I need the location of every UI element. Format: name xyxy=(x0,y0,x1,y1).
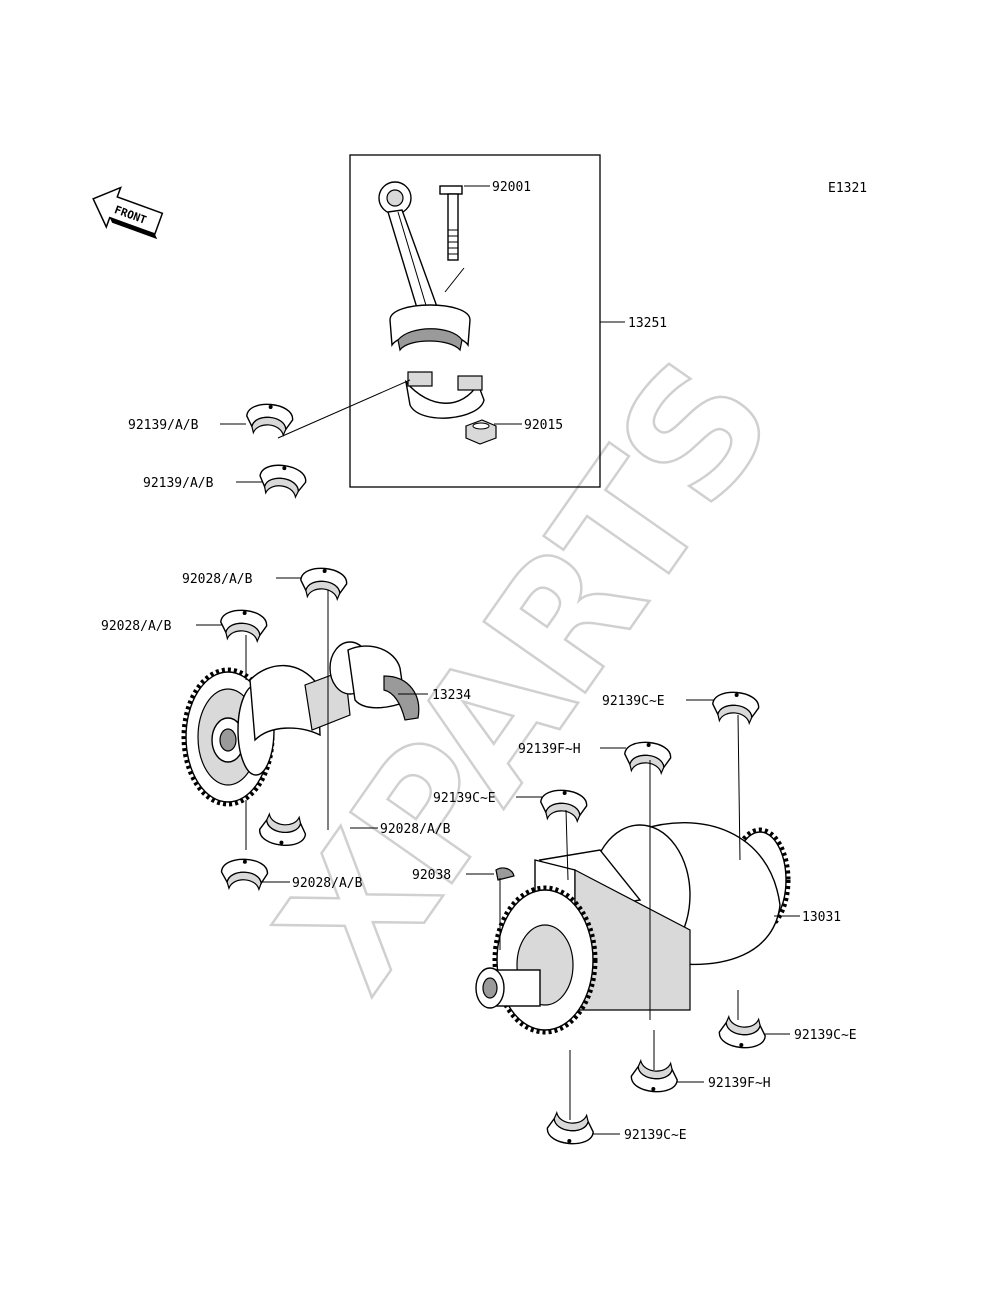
callout-92028ab-2: 92028/A/B xyxy=(101,619,172,634)
callout-92139ce-1: 92139C~E xyxy=(602,694,665,709)
callout-92001: 92001 xyxy=(492,180,531,195)
callout-92015: 92015 xyxy=(524,418,563,433)
callout-92028ab-1: 92028/A/B xyxy=(182,572,253,587)
callout-92139ab-1: 92139/A/B xyxy=(128,418,199,433)
main-bearing-shell-3 xyxy=(717,1015,768,1051)
callout-92139ce-4: 92139C~E xyxy=(624,1128,687,1143)
callout-92139fh-1: 92139F~H xyxy=(518,742,581,757)
balancer-shaft xyxy=(181,641,420,807)
main-bearing-shell-2 xyxy=(538,787,589,823)
rod-bearing-shell-2 xyxy=(257,461,309,499)
balancer-bearing-shell-2 xyxy=(218,607,269,643)
callout-92139ce-2: 92139C~E xyxy=(433,791,496,806)
balancer-bearing-shell-3 xyxy=(257,812,308,849)
callout-92028ab-4: 92028/A/B xyxy=(292,876,363,891)
callout-92139fh-2: 92139F~H xyxy=(708,1076,771,1091)
callout-92028ab-3: 92028/A/B xyxy=(380,822,451,837)
rod-bearing-shell-1 xyxy=(244,401,295,437)
crankpin-bearing-shell-1 xyxy=(622,739,673,775)
rod-bolt xyxy=(439,185,463,261)
main-bearing-shell-1 xyxy=(710,689,761,725)
connecting-rod xyxy=(378,181,471,352)
callout-92139ce-3: 92139C~E xyxy=(794,1028,857,1043)
balancer-bearing-shell-4 xyxy=(220,857,269,891)
woodruff-key xyxy=(495,867,515,881)
balancer-bearing-shell-1 xyxy=(298,565,349,601)
front-arrow-icon: FRONT xyxy=(92,186,164,240)
leader-lines xyxy=(196,155,800,1135)
connecting-rod-cap xyxy=(404,371,485,419)
rod-nut xyxy=(465,419,497,445)
callout-13251: 13251 xyxy=(628,316,667,331)
callout-13031: 13031 xyxy=(802,910,841,925)
diagram-code: E1321 xyxy=(828,181,867,196)
callout-13234: 13234 xyxy=(432,688,471,703)
callout-92139ab-2: 92139/A/B xyxy=(143,476,214,491)
crankshaft xyxy=(475,822,791,1035)
callout-92038: 92038 xyxy=(412,868,451,883)
